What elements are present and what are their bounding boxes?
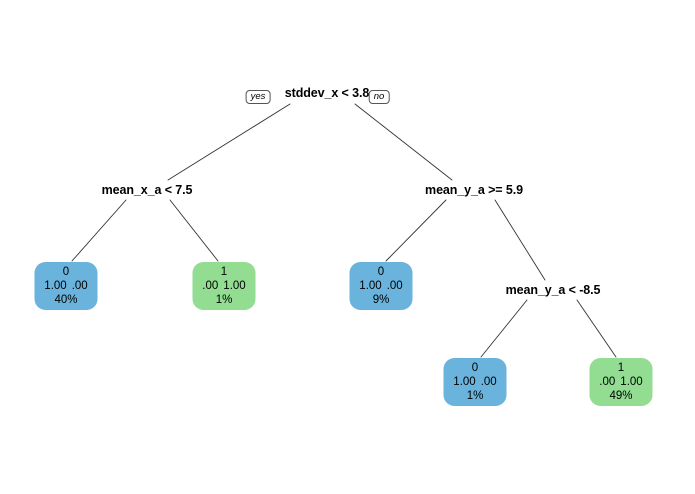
leaf-prob-class0: .00	[599, 376, 616, 388]
leaf-node-2[interactable]: 1 .00 1.00 1%	[192, 262, 256, 310]
yes-marker-label: yes	[250, 91, 266, 103]
split-node-right-2[interactable]: mean_y_a < -8.5	[506, 283, 601, 297]
leaf-probabilities: 1.00 .00	[359, 279, 402, 293]
leaf-node-1[interactable]: 0 1.00 .00 40%	[34, 262, 98, 310]
leaf-percentage: 49%	[609, 390, 633, 402]
leaf-percentage: 1%	[466, 390, 484, 402]
split-node-right-1[interactable]: mean_y_a >= 5.9	[425, 183, 523, 197]
leaf-prob-class0: 1.00	[44, 280, 67, 292]
leaf-prob-class0: 1.00	[359, 280, 382, 292]
leaf-node-4[interactable]: 0 1.00 .00 1%	[443, 358, 507, 406]
leaf-prob-class1: .00	[386, 280, 403, 292]
no-marker: no	[368, 90, 390, 104]
yes-marker: yes	[245, 90, 271, 104]
tree-edge	[385, 199, 447, 262]
leaf-prob-class0: .00	[202, 280, 219, 292]
leaf-probabilities: 1.00 .00	[44, 279, 87, 293]
leaf-probabilities: .00 1.00	[202, 279, 245, 293]
no-marker-label: no	[373, 91, 385, 103]
leaf-class-label: 0	[471, 362, 479, 374]
tree-edge	[167, 103, 291, 181]
leaf-node-5[interactable]: 1 .00 1.00 49%	[589, 358, 653, 406]
tree-edge	[494, 199, 546, 281]
tree-edge	[576, 299, 617, 358]
leaf-prob-class1: 1.00	[620, 376, 643, 388]
leaf-prob-class1: .00	[71, 280, 88, 292]
split-node-root[interactable]: stddev_x < 3.8	[284, 86, 370, 100]
leaf-probabilities: .00 1.00	[599, 375, 642, 389]
leaf-node-3[interactable]: 0 1.00 .00 9%	[349, 262, 413, 310]
split-node-left-1[interactable]: mean_x_a < 7.5	[102, 183, 193, 197]
tree-edge	[169, 199, 219, 262]
leaf-percentage: 9%	[372, 294, 390, 306]
leaf-prob-class1: .00	[480, 376, 497, 388]
leaf-class-label: 0	[377, 266, 385, 278]
split-label-text: mean_y_a < -8.5	[505, 283, 601, 297]
tree-edge	[354, 103, 453, 181]
leaf-percentage: 40%	[54, 294, 78, 306]
leaf-class-label: 0	[62, 266, 70, 278]
leaf-prob-class1: 1.00	[223, 280, 246, 292]
split-label-text: mean_y_a >= 5.9	[425, 183, 523, 197]
leaf-percentage: 1%	[215, 294, 233, 306]
leaf-prob-class0: 1.00	[453, 376, 476, 388]
leaf-class-label: 1	[617, 362, 625, 374]
split-label-text: stddev_x < 3.8	[284, 86, 370, 100]
tree-edge	[480, 299, 528, 358]
leaf-probabilities: 1.00 .00	[453, 375, 496, 389]
leaf-class-label: 1	[220, 266, 228, 278]
split-label-text: mean_x_a < 7.5	[101, 183, 193, 197]
tree-edge	[71, 199, 127, 262]
